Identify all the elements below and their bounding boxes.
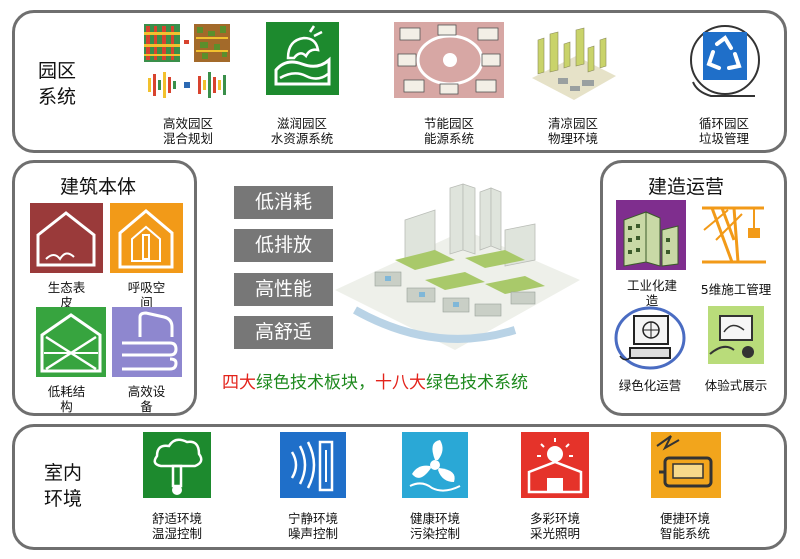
industrial-building-icon — [616, 200, 686, 270]
experience-display-icon — [708, 306, 764, 364]
equipment-pipes-icon — [112, 307, 182, 377]
building-item-caption: 生态表皮 — [47, 280, 86, 310]
water-resource-icon — [266, 22, 339, 95]
campus-item-caption: 循环园区垃圾管理 — [698, 116, 749, 146]
goal-tag: 高性能 — [234, 273, 333, 306]
breathing-space-icon — [110, 203, 183, 273]
goal-tag: 低排放 — [234, 229, 333, 262]
campus-item-caption: 滋润园区水资源系统 — [270, 116, 334, 146]
building-item-caption: 低耗结构 — [47, 384, 86, 414]
construction-item-caption: 体验式展示 — [704, 378, 768, 393]
energy-network-icon — [394, 22, 504, 98]
campus-item-caption: 清凉园区物理环境 — [547, 116, 598, 146]
construction-item-caption: 绿色化运营 — [618, 378, 682, 393]
goal-tag: 高舒适 — [234, 316, 333, 349]
indoor-item-caption: 舒适环境温湿控制 — [151, 511, 202, 541]
indoor-item-caption: 宁静环境噪声控制 — [287, 511, 338, 541]
campus-model-illustration — [335, 183, 580, 350]
building-body-title: 建筑本体 — [60, 176, 137, 198]
indoor-item-caption: 多彩环境采光照明 — [529, 511, 580, 541]
construction-operation-title: 建造运营 — [648, 176, 725, 198]
building-item-caption: 高效设备 — [127, 384, 166, 414]
campus-item-caption: 高效园区混合规划 — [162, 116, 213, 146]
crane-icon — [702, 206, 766, 264]
city-model-icon — [532, 27, 616, 100]
thermometer-cloud-icon — [143, 432, 211, 498]
mixed-planning-grid-icon — [144, 24, 230, 98]
goal-tag: 低消耗 — [234, 186, 333, 219]
campus-item-caption: 节能园区能源系统 — [423, 116, 474, 146]
smart-device-icon — [651, 432, 721, 498]
indoor-environment-title: 室内 环境 — [44, 462, 83, 510]
indoor-item-caption: 便捷环境智能系统 — [659, 511, 710, 541]
fan-icon — [402, 432, 468, 498]
indoor-item-caption: 健康环境污染控制 — [409, 511, 460, 541]
campus-system-title: 园区 系统 — [38, 60, 77, 108]
construction-item-caption: 5维施工管理 — [700, 282, 772, 297]
building-item-caption: 呼吸空间 — [127, 280, 166, 310]
low-energy-structure-icon — [36, 307, 106, 377]
slogan: 四大绿色技术板块，十八大绿色技术系统 — [222, 373, 528, 393]
noise-control-icon — [280, 432, 346, 498]
computer-operation-icon — [614, 306, 686, 370]
construction-item-caption: 工业化建造 — [626, 278, 677, 308]
eco-skin-house-icon — [30, 203, 103, 273]
sun-house-icon — [521, 432, 589, 498]
recycle-icon — [690, 25, 760, 97]
